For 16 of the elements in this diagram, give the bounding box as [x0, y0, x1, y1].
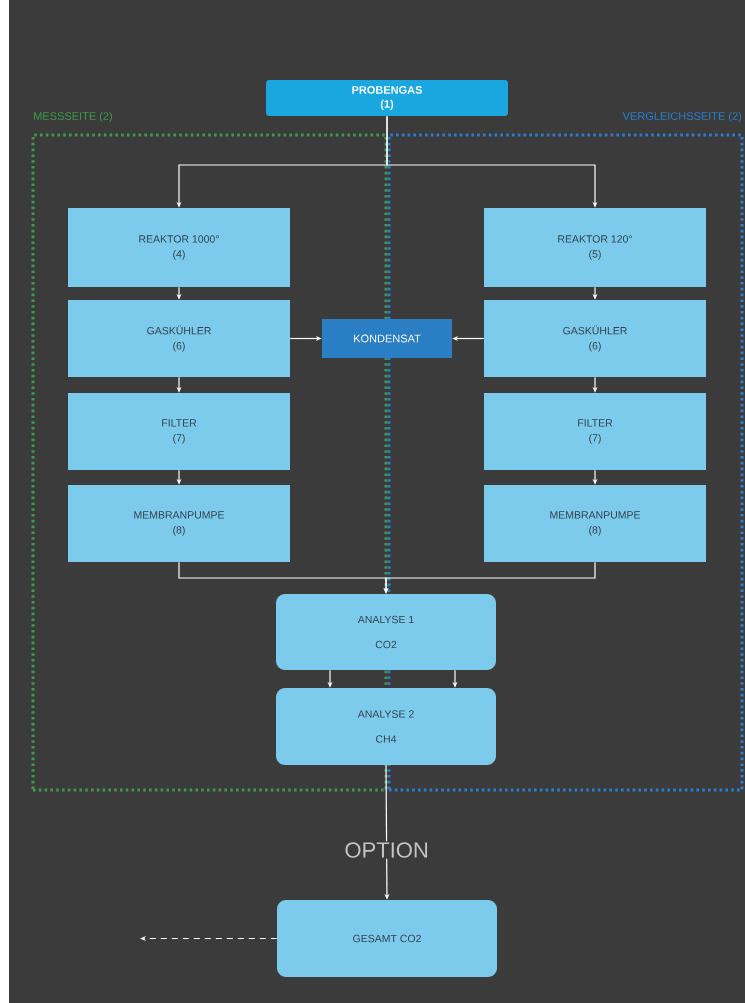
process-box: FILTER (7) — [68, 393, 290, 470]
process-box: GASKÜHLER (6) — [484, 300, 706, 377]
region-heading: VERGLEICHSSEITE (2) — [622, 111, 742, 123]
edge-label: OPTION — [345, 842, 428, 858]
process-box: REAKTOR 1000° (4) — [68, 208, 290, 287]
analysis-box: ANALYSE 1 CO2 — [276, 594, 496, 670]
process-box: FILTER (7) — [484, 393, 706, 470]
process-box: PROBENGAS (1) — [266, 80, 508, 116]
analysis-box: GESAMT CO2 — [277, 900, 497, 977]
process-box: MEMBRANPUMPE (8) — [484, 485, 706, 562]
process-box: KONDENSAT — [322, 319, 452, 358]
process-box: REAKTOR 120° (5) — [484, 208, 706, 287]
analysis-box: ANALYSE 2 CH4 — [276, 688, 496, 765]
process-box: MEMBRANPUMPE (8) — [68, 485, 290, 562]
process-box: GASKÜHLER (6) — [68, 300, 290, 377]
region-heading: MESSSEITE (2) — [34, 111, 112, 123]
